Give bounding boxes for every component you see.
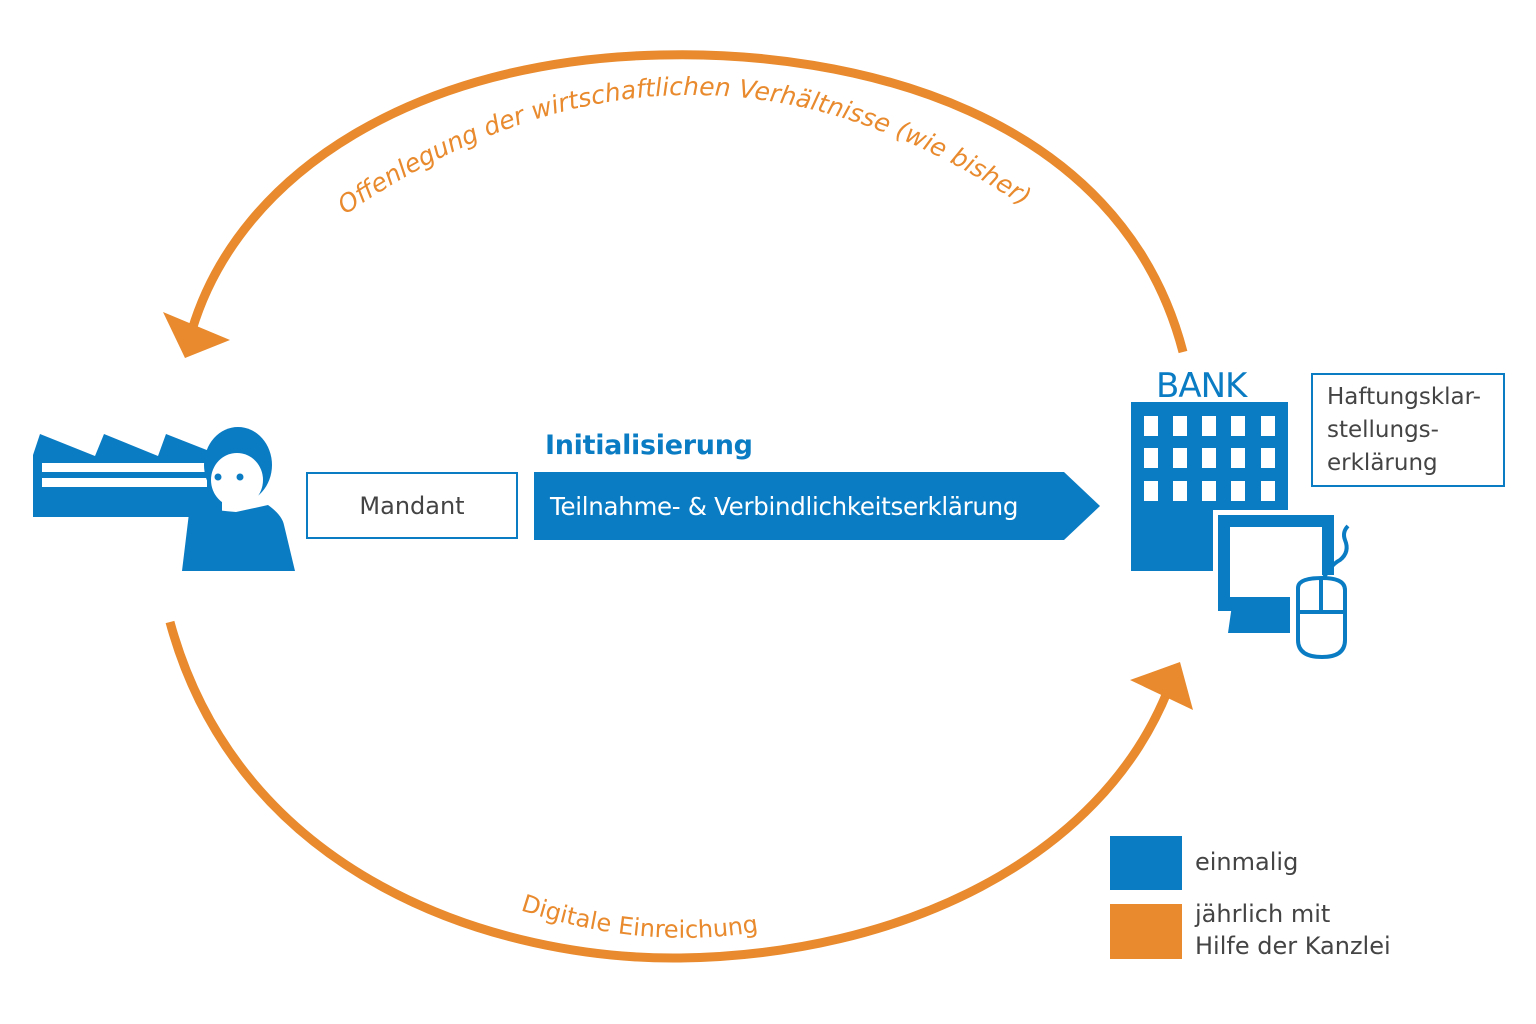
legend-line: jährlich mit [1195,900,1331,928]
initialization-arrow-label: Teilnahme- & Verbindlichkeitserklärung [550,491,1019,521]
bottom-arrow-label: Digitale Einreichung [518,889,759,944]
client-label: Mandant [359,491,465,520]
initialization-heading: Initialisierung [545,430,753,461]
factory-person-icon [33,427,295,571]
note-line: erklärung [1327,449,1438,476]
arrow-banner-shape [534,472,1100,540]
initialization-arrow: Teilnahme- & Verbindlichkeitserklärung [534,472,1100,540]
note-line: stellungs- [1327,416,1439,443]
bank-label: BANK [1156,366,1247,406]
legend-swatch-blue [1110,836,1182,890]
bottom-cycle-arrow [165,620,1193,963]
bottom-arc-line [165,620,1173,963]
top-cycle-arrow [163,50,1188,358]
arrowhead-right-icon [1130,662,1193,710]
computer-mouse-icon [1213,510,1355,660]
arrowhead-left-icon [163,312,230,358]
legend-label-annual: jährlich mit Hilfe der Kanzlei [1195,898,1391,962]
top-arc-line [187,50,1188,354]
legend-label-once: einmalig [1195,848,1299,876]
client-label-box: Mandant [306,472,518,539]
note-line: Haftungsklar- [1327,383,1481,410]
legend-swatch-orange [1110,904,1182,959]
liability-note-box: Haftungsklar- stellungs- erklärung [1311,373,1505,487]
legend-line: Hilfe der Kanzlei [1195,932,1391,960]
